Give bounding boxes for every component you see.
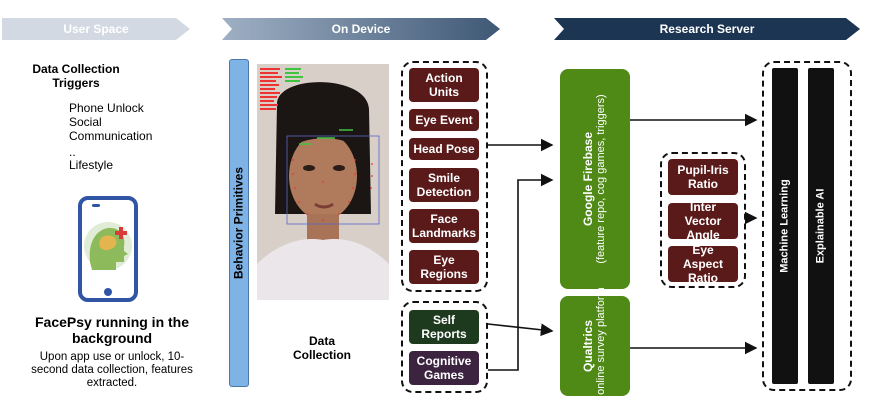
trigger-social-communication: Social Communication [69,115,153,143]
feature-eye-event: Eye Event [409,109,479,131]
google-firebase-box: Google Firebase (feature repo, cog games… [560,69,630,289]
header-user-space: User Space [2,18,190,40]
derived-eye-aspect-ratio: Eye Aspect Ratio [668,243,738,285]
explainable-ai-bar: Explainable AI [808,68,834,384]
derived-pupil-iris-ratio: Pupil-Iris Ratio [668,159,738,195]
app-title: FacePsy running in the background [34,314,190,346]
app-description: Upon app use or unlock, 10-second data c… [31,351,193,389]
feature-head-pose: Head Pose [409,138,479,160]
feature-action-units: Action Units [409,68,479,102]
header-research-server: Research Server [554,18,860,40]
feature-face-landmarks: Face Landmarks [409,209,479,243]
feature-group [401,61,488,292]
analysis-group [762,61,852,391]
feature-smile-detection: Smile Detection [409,168,479,202]
feature-eye-regions: Eye Regions [409,250,479,284]
machine-learning-bar: Machine Learning [772,68,798,384]
arrow-games-to-firebase [488,173,554,371]
trigger-ellipsis: .. [69,145,76,159]
triggers-title: Data Collection Triggers [32,62,120,90]
derived-inter-vector-angle: Inter Vector Angle [668,200,738,242]
face-image [257,64,389,300]
behavior-primitives-bar: Behavior Primitives [229,59,249,387]
header-on-device: On Device [222,18,500,40]
trigger-lifestyle: Lifestyle [69,158,114,172]
data-collection-label: Data Collection [292,334,351,362]
trigger-phone-unlock: Phone Unlock [69,101,144,115]
cognitive-games-box: Cognitive Games [409,351,479,385]
arrow-reports-to-qualtrics [487,323,554,337]
survey-group [401,301,488,393]
phone-icon [78,196,138,302]
self-reports-box: Self Reports [409,310,479,344]
qualtrics-box: Qualtrics A online survey platform [560,287,630,405]
